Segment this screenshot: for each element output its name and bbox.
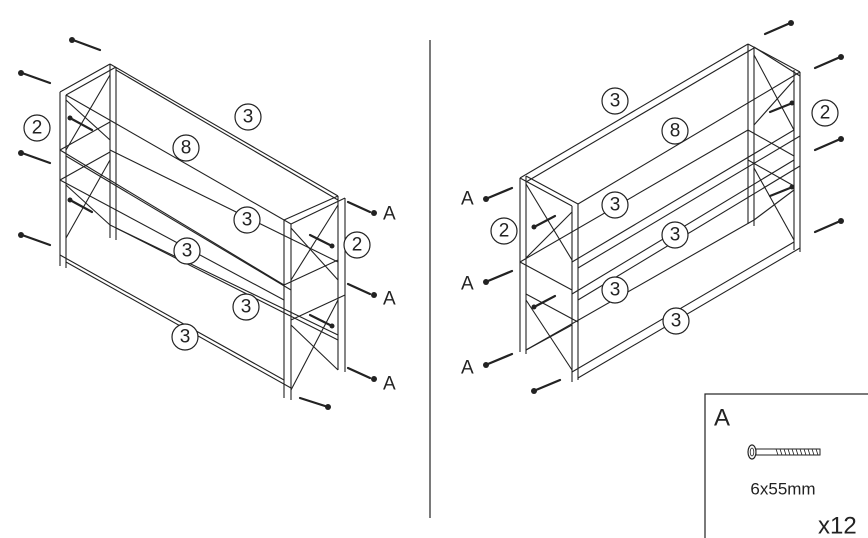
bolt-letter: A bbox=[461, 274, 474, 295]
bolt-icon bbox=[531, 378, 562, 394]
right-callout-left-side: 2 bbox=[490, 217, 518, 245]
left-side-panel bbox=[59, 63, 117, 268]
label-text: 3 bbox=[182, 241, 193, 262]
bolt-letter: A bbox=[461, 358, 474, 379]
bolt-icon bbox=[346, 366, 377, 382]
bolt-icon bbox=[763, 20, 794, 36]
right-callout-top-rail: 3 bbox=[601, 87, 629, 115]
right-callout-shelf-1: 3 bbox=[601, 191, 629, 219]
label-text: 3 bbox=[670, 225, 681, 246]
label-text: 2 bbox=[499, 221, 510, 242]
bolt-letter: A bbox=[461, 189, 474, 210]
bolt-icon bbox=[747, 444, 821, 460]
left-callout-left-side: 2 bbox=[23, 114, 51, 142]
right-callout-shelf-4: 3 bbox=[662, 307, 690, 335]
label-text: 3 bbox=[243, 107, 254, 128]
part-letter: A bbox=[714, 405, 730, 432]
right-shelf-frame bbox=[519, 43, 801, 382]
bolt-icon bbox=[483, 269, 514, 285]
bolt-icon bbox=[18, 70, 52, 85]
label-text: 3 bbox=[242, 210, 253, 231]
left-callout-shelf-2: 3 bbox=[173, 237, 201, 265]
long-rails bbox=[59, 63, 339, 389]
label-text: 3 bbox=[241, 297, 252, 318]
long-rails-right bbox=[519, 43, 801, 379]
bolt-letter: A bbox=[383, 204, 396, 225]
left-callout-shelf-3: 3 bbox=[232, 293, 260, 321]
bolt-icon bbox=[813, 136, 844, 152]
bolt-icon bbox=[69, 37, 102, 52]
part-spec: 6x55mm bbox=[750, 480, 815, 499]
label-text: 3 bbox=[610, 280, 621, 301]
bolt-icon bbox=[483, 352, 514, 368]
bolt-icon bbox=[813, 54, 844, 70]
bolt-icon bbox=[768, 184, 795, 198]
bolt-icon bbox=[67, 197, 94, 214]
bolt-icon bbox=[308, 313, 335, 329]
bolt-icon bbox=[298, 396, 331, 410]
right-bolts bbox=[483, 20, 844, 394]
hardware-parts-box: A 6x55mm x12 bbox=[704, 393, 868, 538]
label-text: 8 bbox=[670, 121, 681, 142]
bolt-letter: A bbox=[383, 374, 396, 395]
label-text: 8 bbox=[181, 138, 192, 159]
label-text: 2 bbox=[32, 118, 43, 139]
bolt-icon bbox=[67, 115, 94, 132]
bolt-icon bbox=[18, 232, 52, 247]
right-callout-shelf-3: 3 bbox=[601, 276, 629, 304]
bolt-icon bbox=[308, 233, 335, 249]
left-callout-right-side: 2 bbox=[343, 231, 371, 259]
bolt-icon bbox=[813, 218, 844, 234]
right-callout-right-side: 2 bbox=[811, 99, 839, 127]
bolt-icon bbox=[346, 282, 377, 298]
left-callout-shelf-4: 3 bbox=[171, 323, 199, 351]
bolt-icon bbox=[346, 200, 377, 216]
label-text: 3 bbox=[671, 311, 682, 332]
bolt-icon bbox=[768, 100, 795, 114]
label-text: 3 bbox=[610, 195, 621, 216]
label-text: 2 bbox=[352, 235, 363, 256]
label-text: 3 bbox=[610, 91, 621, 112]
left-callout-top-rail: 3 bbox=[234, 103, 262, 131]
left-bolts bbox=[18, 37, 377, 410]
front-side-panel bbox=[519, 175, 579, 382]
bolt-letter: A bbox=[383, 289, 396, 310]
bolt-icon bbox=[531, 214, 557, 230]
label-text: 2 bbox=[820, 103, 831, 124]
part-quantity: x12 bbox=[818, 513, 857, 538]
left-callout-shelf-1: 3 bbox=[233, 206, 261, 234]
back-side-panel bbox=[747, 43, 801, 252]
left-callout-mid-panel: 8 bbox=[172, 134, 200, 162]
right-callout-mid-panel: 8 bbox=[661, 117, 689, 145]
label-text: 3 bbox=[180, 327, 191, 348]
bolt-icon bbox=[531, 294, 557, 310]
bolt-icon bbox=[18, 150, 52, 165]
left-shelf-frame bbox=[59, 63, 346, 400]
bolt-icon bbox=[483, 186, 514, 202]
right-side-panel bbox=[283, 195, 346, 400]
right-callout-shelf-2: 3 bbox=[661, 221, 689, 249]
